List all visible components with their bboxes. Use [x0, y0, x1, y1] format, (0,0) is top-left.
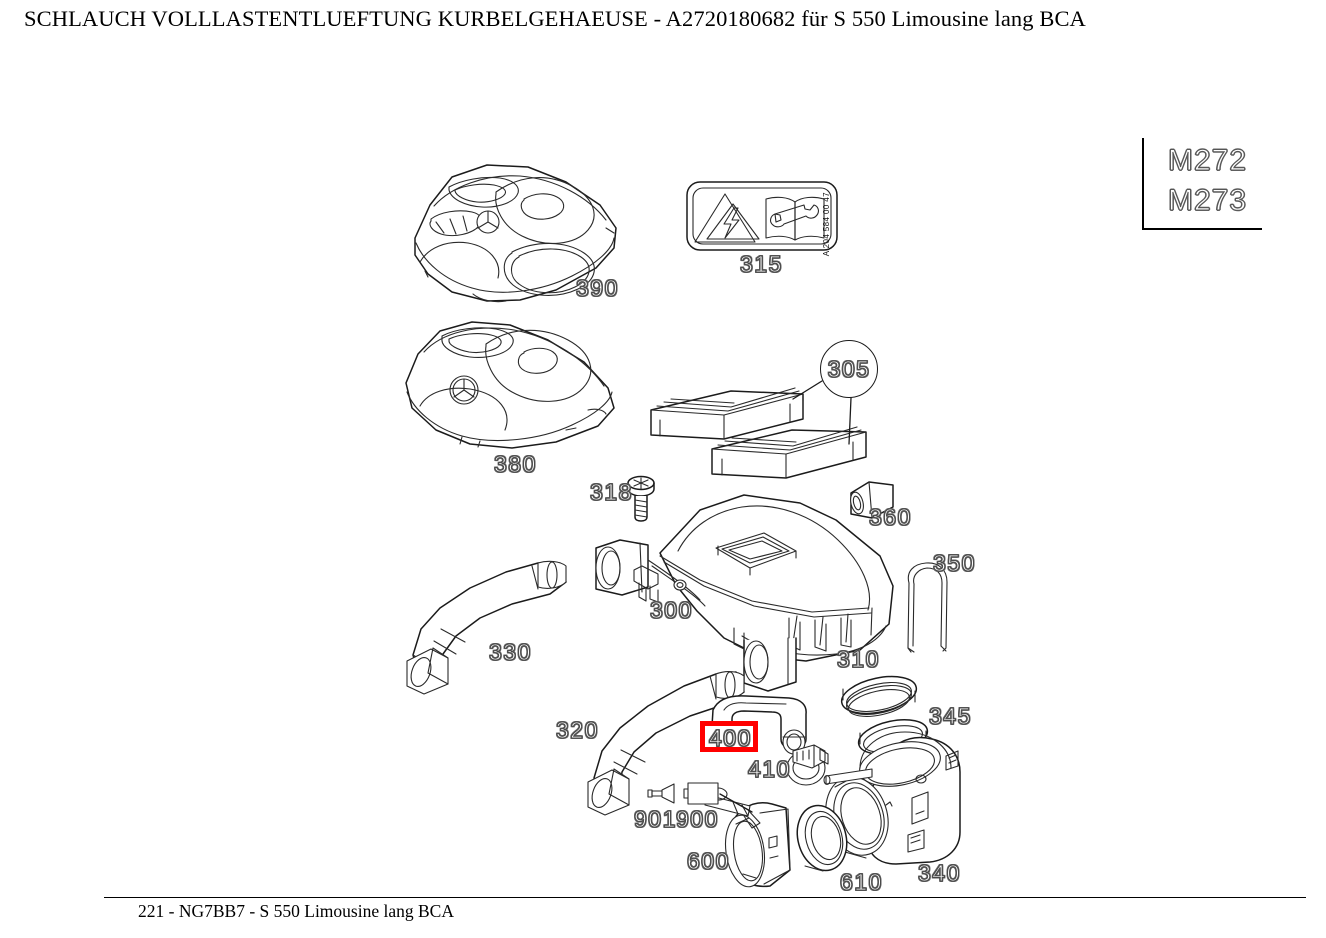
part-345-sealing-ring-lower — [855, 714, 930, 760]
part-340-air-intake-elbow — [816, 732, 960, 864]
part-380-engine-cover — [406, 322, 614, 448]
part-900-electrical-connector — [684, 783, 727, 804]
part-label-345[interactable]: 345 — [929, 703, 972, 729]
part-315-warning-sticker — [687, 182, 837, 250]
part-label-310[interactable]: 310 — [837, 646, 880, 672]
part-label-340[interactable]: 340 — [918, 860, 961, 886]
part-350-retaining-clip — [908, 563, 947, 652]
part-label-600[interactable]: 600 — [687, 848, 730, 874]
part-label-318[interactable]: 318 — [590, 479, 633, 505]
part-label-330[interactable]: 330 — [489, 639, 532, 665]
part-label-901[interactable]: 901 — [634, 806, 677, 832]
part-901-connector-plug — [648, 784, 674, 803]
engine-code-m273: M273 — [1167, 184, 1248, 218]
part-label-315[interactable]: 315 — [740, 251, 783, 277]
part-label-410[interactable]: 410 — [748, 756, 791, 782]
callout-leader-lower — [849, 398, 851, 444]
callout-leader-upper — [793, 381, 822, 399]
part-label-380[interactable]: 380 — [494, 451, 537, 477]
part-330-intake-duct — [407, 561, 566, 694]
footer-text: 221 - NG7BB7 - S 550 Limousine lang BCA — [138, 901, 454, 921]
part-410-hose-clamp — [787, 745, 828, 785]
callout-bubble-305[interactable]: 305 — [820, 340, 878, 398]
part-label-300[interactable]: 300 — [650, 597, 693, 623]
part-345-sealing-ring-upper — [838, 670, 919, 721]
part-305-air-filter-lower — [712, 427, 866, 478]
connector-leader-line — [720, 794, 752, 812]
page-title: SCHLAUCH VOLLLASTENTLUEFTUNG KURBELGEHAE… — [24, 6, 1086, 31]
part-610-sensor-seal — [790, 800, 853, 876]
part-label-400: 400 — [709, 725, 752, 751]
footer-divider — [104, 897, 1306, 898]
sticker-part-code: A 204 584 00 47 — [822, 192, 831, 257]
part-305-air-filter-upper — [651, 388, 803, 439]
part-label-900[interactable]: 900 — [676, 806, 719, 832]
engine-code-m272: M272 — [1167, 144, 1248, 178]
part-label-360[interactable]: 360 — [869, 504, 912, 530]
part-label-610[interactable]: 610 — [840, 869, 883, 895]
part-label-350[interactable]: 350 — [933, 550, 976, 576]
part-label-390[interactable]: 390 — [576, 275, 619, 301]
part-label-320[interactable]: 320 — [556, 717, 599, 743]
callout-label-305: 305 — [827, 355, 871, 382]
engine-code-box: M272 M273 — [1142, 138, 1262, 230]
highlighted-part-label-400[interactable]: 400 — [700, 721, 758, 752]
